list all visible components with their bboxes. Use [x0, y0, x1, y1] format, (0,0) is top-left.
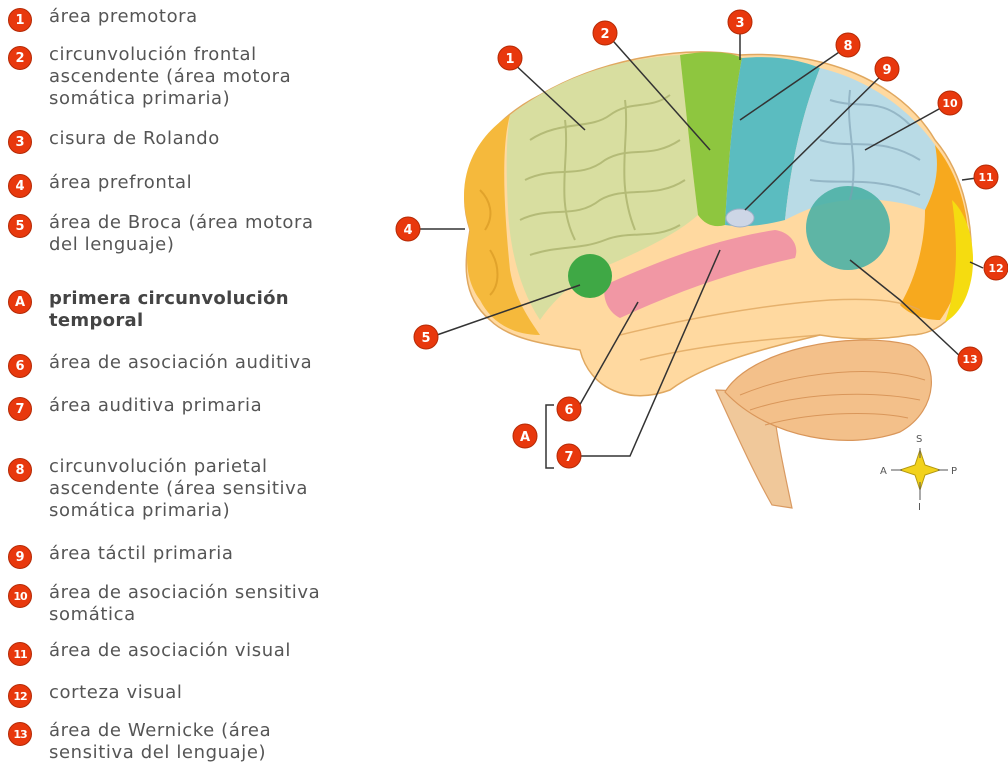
legend-label: cisura de Rolando	[49, 128, 220, 150]
marker-8-label: 8	[843, 39, 852, 54]
marker-5: 5	[414, 325, 438, 349]
marker-10-label: 10	[942, 97, 958, 110]
marker-6: 6	[557, 397, 581, 421]
marker-13: 13	[958, 347, 982, 371]
legend-label: área táctil primaria	[49, 543, 233, 565]
legend-badge: A	[8, 290, 32, 314]
legend-item-3: 3 cisura de Rolando	[8, 128, 358, 154]
legend-badge: 4	[8, 174, 32, 198]
legend-label: circunvolución frontal ascendente (área …	[49, 44, 291, 110]
legend-item-11: 11 área de asociación visual	[8, 640, 358, 666]
marker-5-label: 5	[421, 331, 430, 346]
marker-6-label: 6	[564, 403, 573, 418]
legend-badge: 3	[8, 130, 32, 154]
legend-badge: 6	[8, 354, 32, 378]
legend-label: área de Broca (área motora del lenguaje)	[49, 212, 314, 256]
marker-1: 1	[498, 46, 522, 70]
compass-north-label: S	[916, 434, 922, 445]
legend-label: corteza visual	[49, 682, 183, 704]
marker-3-label: 3	[735, 16, 744, 31]
marker-12: 12	[984, 256, 1008, 280]
legend-item-7: 7 área auditiva primaria	[8, 395, 358, 421]
legend-badge: 11	[8, 642, 32, 666]
region-wernicke	[806, 186, 890, 270]
region-broca	[568, 254, 612, 298]
legend-label: área de Wernicke (área sensitiva del len…	[49, 720, 271, 764]
marker-1-label: 1	[505, 52, 514, 67]
legend-label: área de asociación sensitiva somática	[49, 582, 320, 626]
legend-item-A: Aprimera circunvolución temporal	[8, 288, 358, 332]
compass-south-label: I	[918, 502, 921, 513]
marker-11-label: 11	[978, 171, 993, 184]
brain-diagram: S A P I 1 2 3 8 9 10 11 4 12 5 13 6 7 A	[380, 0, 1008, 769]
legend-item-8: 8 circunvolución parietal ascendente (áre…	[8, 456, 358, 522]
compass: S A P I	[880, 434, 957, 513]
marker-4-label: 4	[403, 223, 412, 238]
legend-badge: 9	[8, 545, 32, 569]
marker-10: 10	[938, 91, 962, 115]
marker-2-label: 2	[600, 27, 609, 42]
legend-label: área auditiva primaria	[49, 395, 262, 417]
legend-item-13: 13 área de Wernicke (área sensitiva del l…	[8, 720, 358, 764]
compass-east-label: P	[951, 466, 957, 477]
legend-badge: 1	[8, 8, 32, 32]
marker-9-label: 9	[882, 63, 891, 78]
marker-12-label: 12	[988, 262, 1003, 275]
legend-label: área premotora	[49, 6, 198, 28]
legend-item-6: 6 área de asociación auditiva	[8, 352, 358, 378]
marker-13-label: 13	[962, 353, 977, 366]
legend-label: primera circunvolución temporal	[49, 288, 289, 332]
legend-item-9: 9 área táctil primaria	[8, 543, 358, 569]
legend-label: área de asociación auditiva	[49, 352, 312, 374]
legend-badge: 12	[8, 684, 32, 708]
legend-badge: 10	[8, 584, 32, 608]
marker-3: 3	[728, 10, 752, 34]
legend-badge: 5	[8, 214, 32, 238]
legend-item-2: 2 circunvolución frontal ascendente (área…	[8, 44, 358, 110]
marker-A: A	[513, 424, 537, 448]
marker-7-label: 7	[564, 450, 573, 465]
legend-label: circunvolución parietal ascendente (área…	[49, 456, 308, 522]
legend-item-4: 4 área prefrontal	[8, 172, 358, 198]
marker-7: 7	[557, 444, 581, 468]
marker-2: 2	[593, 21, 617, 45]
marker-A-label: A	[520, 430, 530, 445]
region-tactile	[726, 209, 754, 227]
bracket-A	[546, 405, 554, 468]
marker-9: 9	[875, 57, 899, 81]
legend-badge: 2	[8, 46, 32, 70]
marker-8: 8	[836, 33, 860, 57]
legend-item-5: 5 área de Broca (área motora del lenguaje…	[8, 212, 358, 256]
legend-item-10: 10 área de asociación sensitiva somática	[8, 582, 358, 626]
legend-badge: 7	[8, 397, 32, 421]
marker-11: 11	[974, 165, 998, 189]
legend-item-12: 12 corteza visual	[8, 682, 358, 708]
legend-badge: 13	[8, 722, 32, 746]
legend-item-1: 1 área premotora	[8, 6, 358, 32]
legend-label: área de asociación visual	[49, 640, 291, 662]
legend-badge: 8	[8, 458, 32, 482]
marker-4: 4	[396, 217, 420, 241]
compass-west-label: A	[880, 466, 887, 477]
legend-label: área prefrontal	[49, 172, 192, 194]
